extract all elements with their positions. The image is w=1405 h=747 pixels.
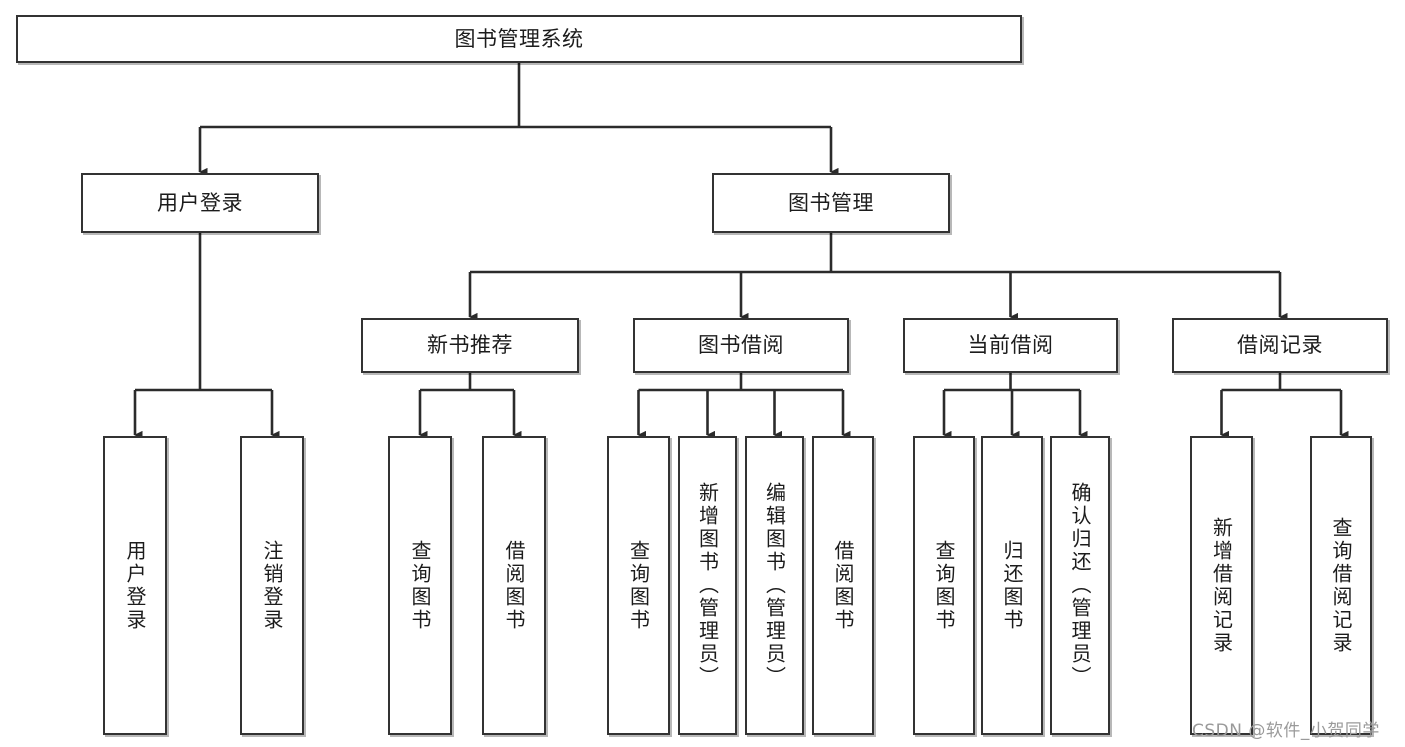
node-label: 用户登录	[157, 190, 243, 215]
node-label: 图书管理系统	[454, 26, 584, 51]
node-current-borrow[interactable]: 当前借阅	[903, 318, 1118, 373]
node-leaf-user-logout[interactable]: 注销登录	[240, 436, 304, 735]
node-book-manage[interactable]: 图书管理	[712, 173, 950, 233]
node-leaf-confirm-return-admin[interactable]: 确认归还（管理员）	[1050, 436, 1110, 735]
node-user-login[interactable]: 用户登录	[81, 173, 319, 233]
node-leaf-borrow-book-rec[interactable]: 借阅图书	[482, 436, 546, 735]
node-book-borrow[interactable]: 图书借阅	[633, 318, 849, 373]
node-label: 查询图书	[932, 539, 956, 632]
node-label: 查询图书	[626, 539, 651, 632]
node-label: 查询图书	[408, 539, 432, 632]
node-leaf-return-book[interactable]: 归还图书	[981, 436, 1043, 735]
node-leaf-user-login[interactable]: 用户登录	[103, 436, 167, 735]
node-label: 借阅记录	[1237, 333, 1323, 358]
node-label: 新书推荐	[427, 333, 513, 358]
node-label: 图书借阅	[698, 333, 784, 358]
node-label: 查询借阅记录	[1329, 516, 1353, 655]
node-leaf-edit-book-admin[interactable]: 编辑图书（管理员）	[745, 436, 804, 735]
node-label: 注销登录	[260, 539, 284, 632]
node-label: 归还图书	[1000, 539, 1024, 632]
node-label: 借阅图书	[502, 539, 526, 632]
node-leaf-add-book-admin[interactable]: 新增图书（管理员）	[678, 436, 737, 735]
watermark: CSDN @软件_小贺同学	[1192, 721, 1380, 741]
node-leaf-query-book-rec[interactable]: 查询图书	[388, 436, 452, 735]
node-label: 编辑图书（管理员）	[762, 482, 787, 689]
node-new-book-rec[interactable]: 新书推荐	[361, 318, 579, 373]
node-borrow-record[interactable]: 借阅记录	[1172, 318, 1388, 373]
node-label: 确认归还（管理员）	[1068, 482, 1092, 689]
node-leaf-borrow-book[interactable]: 借阅图书	[812, 436, 874, 735]
node-label: 借阅图书	[831, 539, 855, 632]
node-label: 用户登录	[123, 539, 147, 632]
node-label: 图书管理	[788, 190, 874, 215]
node-root[interactable]: 图书管理系统	[16, 15, 1022, 63]
node-leaf-query-book-cur[interactable]: 查询图书	[913, 436, 975, 735]
node-leaf-query-book-borrow[interactable]: 查询图书	[607, 436, 670, 735]
node-label: 新增借阅记录	[1209, 516, 1234, 655]
node-leaf-add-borrow-record[interactable]: 新增借阅记录	[1190, 436, 1253, 735]
node-label: 当前借阅	[967, 333, 1054, 358]
node-leaf-query-borrow-record[interactable]: 查询借阅记录	[1310, 436, 1372, 735]
node-label: 新增图书（管理员）	[695, 482, 720, 689]
